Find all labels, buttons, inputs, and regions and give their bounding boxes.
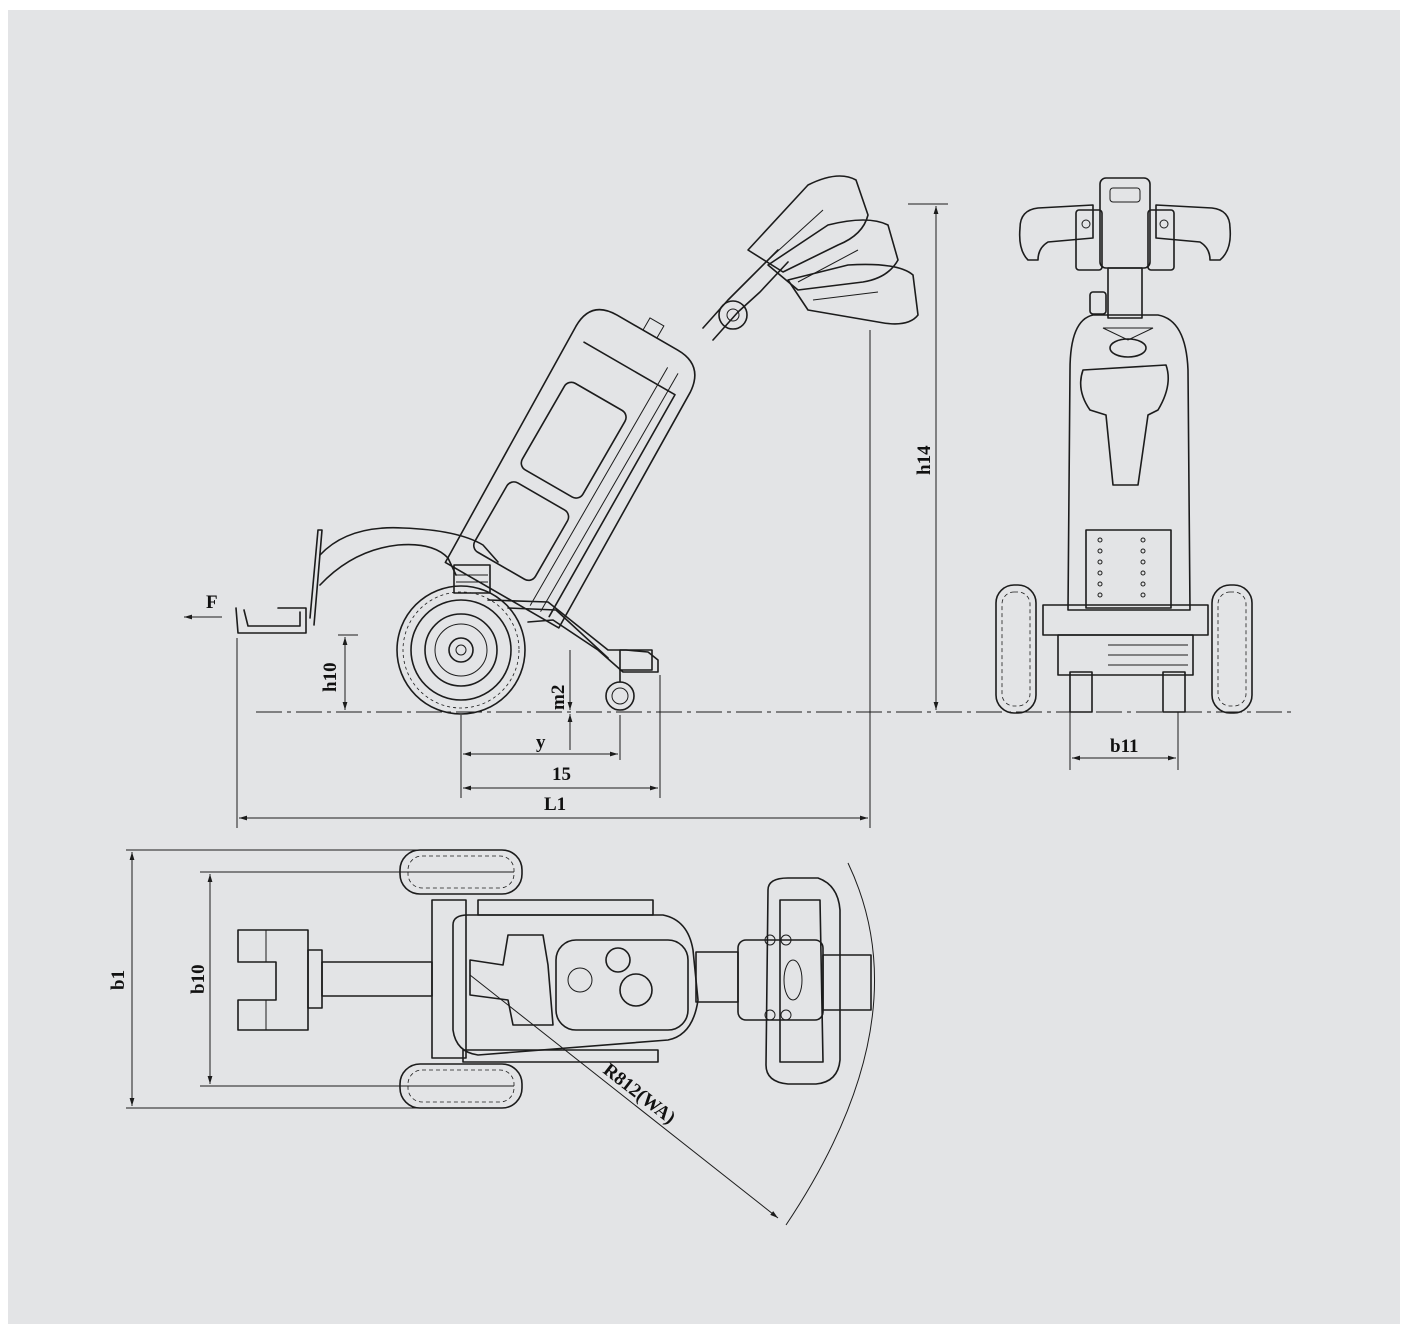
caster-bracket [619, 649, 653, 671]
mast-plate [1085, 529, 1172, 609]
label-h10: h10 [320, 662, 341, 692]
label-F: F [206, 592, 218, 613]
label-h14: h14 [914, 445, 935, 475]
fork-bracket [235, 607, 307, 634]
battery-housing [444, 308, 696, 629]
top-handle-grip [822, 954, 872, 1011]
front-dimensions: b11 [1069, 712, 1179, 770]
label-b1: b1 [108, 970, 129, 990]
tiller-column [1107, 267, 1143, 319]
turning-arc [785, 862, 875, 1226]
label-m2: m2 [548, 685, 569, 710]
top-t-panel [469, 934, 554, 1026]
front-wheel-left [995, 584, 1037, 714]
chassis-frame [487, 599, 659, 673]
sheet-background [8, 10, 1400, 1324]
label-l5: 15 [552, 764, 571, 785]
front-view [995, 177, 1253, 714]
body-front [1067, 314, 1191, 611]
top-handle [765, 877, 841, 1085]
drawing-sheet: F h10 m2 y 15 L1 h14 [8, 10, 1400, 1324]
side-dimensions: F h10 m2 y 15 L1 h14 [184, 203, 948, 828]
top-body [452, 914, 699, 1056]
handle-right [1155, 204, 1232, 261]
tiller-head-positions [747, 175, 919, 325]
tiller-arm [702, 249, 779, 329]
top-emergency-button [619, 973, 653, 1007]
top-chassis-rear [431, 899, 467, 1059]
label-b11: b11 [1110, 736, 1139, 757]
label-y: y [536, 732, 546, 753]
top-dimensions: b1 b10 [108, 849, 448, 1109]
tiller-pivot [718, 300, 748, 330]
drive-wheel [396, 585, 526, 715]
top-control-panel [555, 939, 689, 1031]
t-panel [1079, 364, 1169, 486]
top-key-switch [605, 947, 631, 973]
label-L1: L1 [544, 794, 566, 815]
front-wheel-right [1211, 584, 1253, 714]
radius-line [469, 974, 779, 1219]
side-view [235, 175, 919, 715]
technical-drawing: F h10 m2 y 15 L1 h14 [8, 10, 1400, 1324]
handle-left [1018, 204, 1094, 261]
label-b10: b10 [188, 964, 209, 994]
